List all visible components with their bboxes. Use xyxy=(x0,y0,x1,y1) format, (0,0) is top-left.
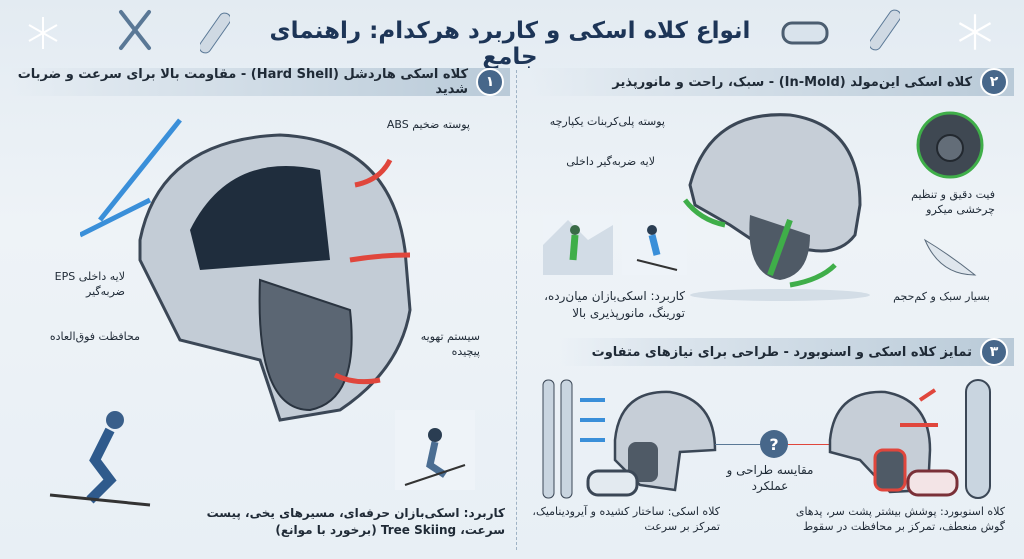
page-title: انواع کلاه اسکی و کاربرد هرکدام: راهنمای… xyxy=(269,18,751,70)
label-lightweight: بسیار سبک و کم‌حجم xyxy=(893,290,990,303)
section-number: ۱ xyxy=(476,68,504,96)
section-2-header: ۲ کلاه اسکی این‌مولد (In-Mold) - سبک، را… xyxy=(530,68,1014,96)
section-number: ۲ xyxy=(980,68,1008,96)
section-2-usage: کاربرد: اسکی‌بازان میان‌رده، تورینگ، مان… xyxy=(544,289,685,320)
snowflake-icon xyxy=(28,17,58,49)
ski-helmet-caption: کلاه اسکی: ساختار کشیده و آیرودینامیک، ت… xyxy=(532,505,720,533)
label-eps-liner: لایه داخلی EPS ضربه‌گیر xyxy=(54,270,125,298)
freestyle-skier-illustration xyxy=(622,215,687,275)
snowboard-icon xyxy=(200,12,230,54)
skis-icon xyxy=(119,10,151,50)
goggles-icon xyxy=(906,469,959,497)
question-icon: ? xyxy=(760,430,788,458)
section-3-header: ۳ تمایز کلاه اسکی و اسنوبورد - طراحی برا… xyxy=(560,338,1014,366)
in-mold-helmet-illustration xyxy=(683,113,870,301)
micro-dial-fit-icon xyxy=(916,111,984,179)
section-1-header: ۱ کلاه اسکی هاردشل (Hard Shell) - مقاومت… xyxy=(10,67,510,97)
label-protection: محافظت فوق‌العاده xyxy=(49,330,140,343)
label-micro-fit: فیت دقیق و تنظیم چرخشی میکرو xyxy=(911,188,995,216)
goggles-icon xyxy=(586,469,639,497)
section-divider xyxy=(516,70,517,550)
feather-icon xyxy=(923,238,977,276)
ski-helmet-illustration xyxy=(580,390,717,492)
snowboard-icon xyxy=(870,9,900,51)
section-heading: کلاه اسکی این‌مولد (In-Mold) - سبک، راحت… xyxy=(612,74,972,90)
snowboard-icon xyxy=(965,379,991,499)
goggles-icon xyxy=(781,21,829,45)
snowboard-helmet-caption: کلاه اسنوبورد: پوشش بیشتر پشت سر، پدهای … xyxy=(795,505,1005,533)
skis-icon xyxy=(542,379,573,499)
snowflake-icon xyxy=(958,14,992,50)
hard-shell-helmet-illustration xyxy=(80,118,412,422)
label-ventilation: سیستم تهویه پیچیده xyxy=(420,330,480,358)
tree-skier-illustration xyxy=(395,410,475,490)
label-abs-shell: پوسته ضخیم ABS xyxy=(386,118,470,131)
skier-illustration xyxy=(49,411,151,507)
label-polycarbonate-shell: پوسته پلی‌کربنات یکپارچه xyxy=(549,115,665,128)
touring-skier-illustration xyxy=(543,215,613,275)
section-number: ۳ xyxy=(980,338,1008,366)
label-inner-liner: لایه ضربه‌گیر داخلی xyxy=(566,155,655,168)
section-heading: تمایز کلاه اسکی و اسنوبورد - طراحی برای … xyxy=(591,344,972,360)
section-1-usage: کاربرد: اسکی‌بازان حرفه‌ای، مسیرهای یخی،… xyxy=(206,506,505,537)
compare-label: مقایسه طراحی و عملکرد xyxy=(726,463,814,494)
section-heading: کلاه اسکی هاردشل (Hard Shell) - مقاومت ب… xyxy=(17,67,468,97)
